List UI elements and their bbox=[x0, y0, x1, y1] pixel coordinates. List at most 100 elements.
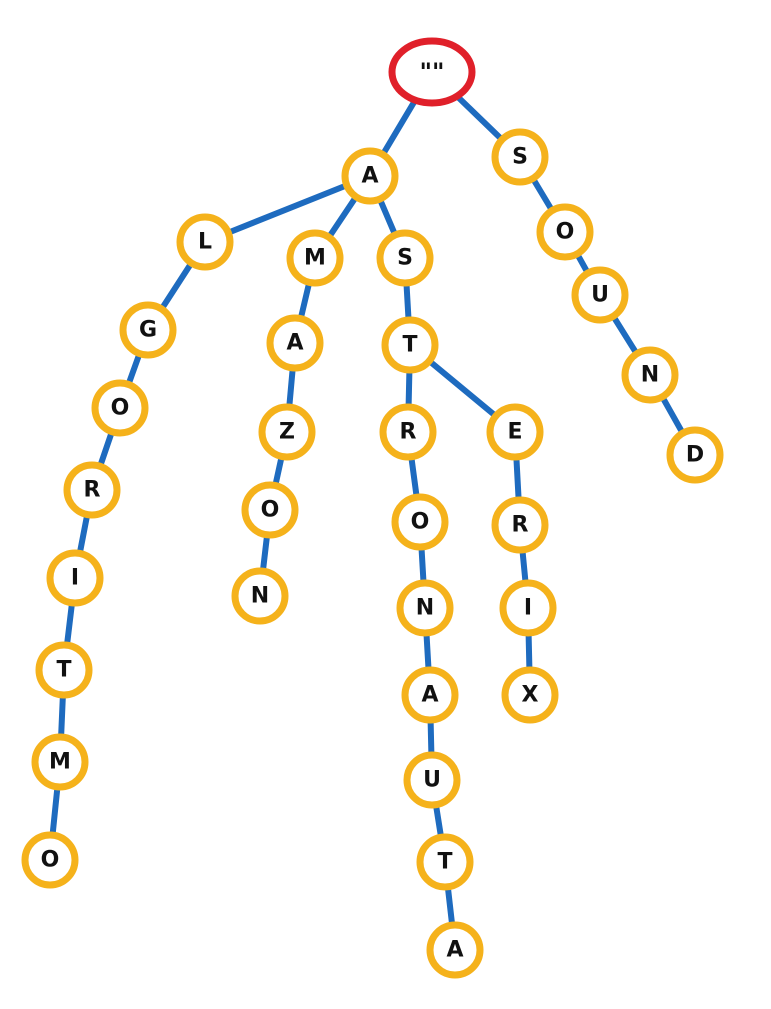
node-label: O bbox=[41, 848, 60, 873]
trie-node-1: S bbox=[491, 128, 549, 186]
node-outline bbox=[91, 379, 149, 437]
node-outline bbox=[491, 496, 549, 554]
trie-node-0-2-0: T bbox=[381, 316, 439, 374]
node-outline bbox=[241, 481, 299, 539]
node-outline bbox=[381, 316, 439, 374]
trie-node-0-1-0-0: Z bbox=[258, 403, 316, 461]
node-label: X bbox=[522, 683, 539, 708]
node-label: S bbox=[397, 246, 413, 271]
node-outline bbox=[286, 229, 344, 287]
trie-node-1-0-0-0-0: D bbox=[666, 426, 724, 484]
trie-node-0: A bbox=[341, 147, 399, 205]
root-node: "" bbox=[388, 37, 476, 107]
trie-node-0-0: L bbox=[176, 213, 234, 271]
node-outline bbox=[258, 403, 316, 461]
node-label: O bbox=[261, 498, 280, 523]
node-label: Z bbox=[279, 420, 295, 445]
node-label: A bbox=[361, 164, 378, 189]
node-outline bbox=[119, 301, 177, 359]
trie-node-0-2-0-0-0-0-0: A bbox=[401, 666, 459, 724]
node-label: N bbox=[251, 584, 269, 609]
trie-node-0-2: S bbox=[376, 229, 434, 287]
node-label: N bbox=[416, 596, 434, 621]
node-outline bbox=[396, 579, 454, 637]
node-outline bbox=[46, 549, 104, 607]
node-outline bbox=[403, 751, 461, 809]
node-label: I bbox=[71, 566, 79, 591]
trie-node-0-1-0-0-0-0: N bbox=[231, 567, 289, 625]
node-label: G bbox=[139, 318, 157, 343]
trie-node-0-1: M bbox=[286, 229, 344, 287]
node-outline bbox=[63, 461, 121, 519]
root-node-outline bbox=[388, 37, 476, 107]
node-outline bbox=[416, 833, 474, 891]
node-label: M bbox=[304, 246, 326, 271]
node-label: A bbox=[446, 938, 463, 963]
node-outline bbox=[501, 666, 559, 724]
node-label: U bbox=[423, 768, 441, 793]
node-outline bbox=[491, 128, 549, 186]
node-label: I bbox=[524, 596, 532, 621]
trie-node-0-0-0-0-0: R bbox=[63, 461, 121, 519]
node-label: T bbox=[56, 658, 71, 683]
node-outline bbox=[536, 203, 594, 261]
node-outline bbox=[391, 493, 449, 551]
node-outline bbox=[379, 403, 437, 461]
node-label: R bbox=[84, 478, 101, 503]
trie-node-0-0-0-0-0-0-0-0: M bbox=[31, 733, 89, 791]
trie-node-0-1-0: A bbox=[266, 314, 324, 372]
node-outline bbox=[376, 229, 434, 287]
node-outline bbox=[486, 403, 544, 461]
nodes-layer: "" A L G O R I T M O M A Z O N S T R O N A U T A E R I X S O U N D bbox=[21, 37, 724, 979]
trie-node-0-0-0-0-0-0-0-0-0: O bbox=[21, 831, 79, 889]
node-outline bbox=[31, 733, 89, 791]
trie-node-0-2-0-0-0-0-0-0: U bbox=[403, 751, 461, 809]
trie-node-1-0-0-0: N bbox=[621, 346, 679, 404]
node-label: R bbox=[400, 420, 417, 445]
node-label: E bbox=[507, 420, 522, 445]
node-label: A bbox=[421, 683, 438, 708]
trie-node-0-0-0: G bbox=[119, 301, 177, 359]
node-outline bbox=[231, 567, 289, 625]
node-label: S bbox=[512, 145, 528, 170]
trie-node-0-1-0-0-0: O bbox=[241, 481, 299, 539]
trie-node-0-2-0-1-0: R bbox=[491, 496, 549, 554]
trie-node-1-0-0: U bbox=[571, 266, 629, 324]
node-label: U bbox=[591, 283, 609, 308]
node-outline bbox=[401, 666, 459, 724]
node-outline bbox=[266, 314, 324, 372]
node-label: M bbox=[49, 750, 71, 775]
trie-node-1-0: O bbox=[536, 203, 594, 261]
node-outline bbox=[176, 213, 234, 271]
node-outline bbox=[666, 426, 724, 484]
trie-node-0-0-0-0-0-0-0: T bbox=[35, 641, 93, 699]
trie-node-0-2-0-0-0-0-0-0-0-0: A bbox=[426, 921, 484, 979]
node-label: O bbox=[411, 510, 430, 535]
node-outline bbox=[499, 579, 557, 637]
trie-node-0-2-0-0-0-0-0-0-0: T bbox=[416, 833, 474, 891]
node-label: L bbox=[198, 230, 212, 255]
trie-node-0-2-0-0-0-0: N bbox=[396, 579, 454, 637]
trie-node-0-2-0-1: E bbox=[486, 403, 544, 461]
node-label: N bbox=[641, 363, 659, 388]
node-outline bbox=[35, 641, 93, 699]
node-label: R bbox=[512, 513, 529, 538]
trie-node-0-0-0-0: O bbox=[91, 379, 149, 437]
trie-node-0-2-0-0: R bbox=[379, 403, 437, 461]
node-outline bbox=[341, 147, 399, 205]
node-label: T bbox=[437, 850, 452, 875]
root-node-label: "" bbox=[419, 58, 444, 86]
trie-node-0-2-0-0-0: O bbox=[391, 493, 449, 551]
node-label: T bbox=[402, 333, 417, 358]
tree-edge-0-to-0-0 bbox=[202, 173, 373, 245]
node-outline bbox=[21, 831, 79, 889]
node-label: A bbox=[286, 331, 303, 356]
trie-node-0-2-0-1-0-0: I bbox=[499, 579, 557, 637]
trie-node-0-2-0-1-0-0-0: X bbox=[501, 666, 559, 724]
node-label: D bbox=[686, 443, 704, 468]
node-label: O bbox=[111, 396, 130, 421]
node-outline bbox=[621, 346, 679, 404]
node-label: O bbox=[556, 220, 575, 245]
node-outline bbox=[571, 266, 629, 324]
